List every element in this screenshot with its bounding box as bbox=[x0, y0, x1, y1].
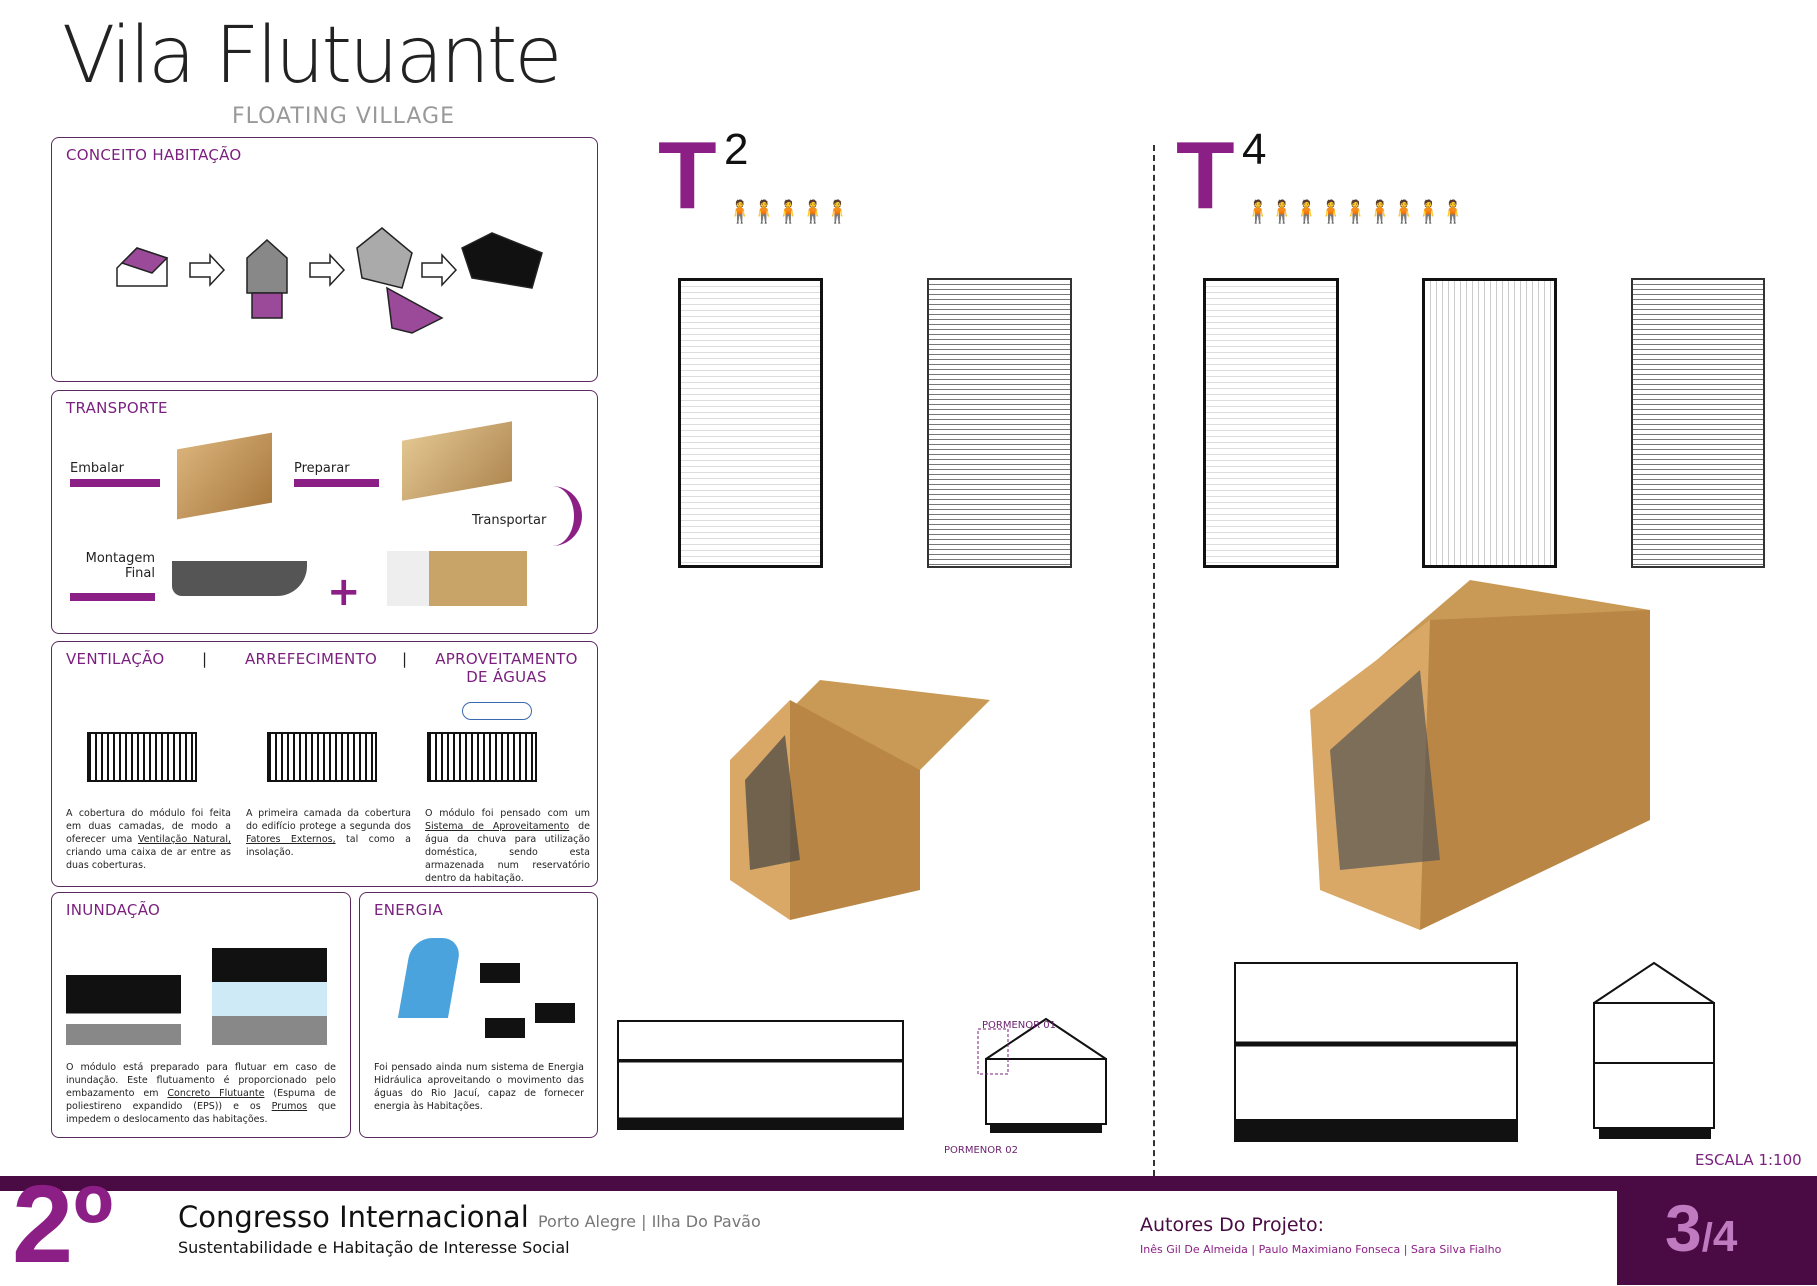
authors-list: Inês Gil De Almeida | Paulo Maximiano Fo… bbox=[1140, 1243, 1502, 1256]
t4-longitudinal-section bbox=[1234, 962, 1518, 1142]
step-transportar: Transportar bbox=[472, 513, 547, 528]
concept-diagram bbox=[116, 227, 543, 334]
step-montagem: Montagem Final bbox=[85, 551, 155, 581]
t2-longitudinal-section bbox=[617, 1020, 904, 1130]
page-number: 3/4 bbox=[1665, 1191, 1738, 1265]
battery-image bbox=[480, 963, 520, 983]
water-wheel-image bbox=[397, 938, 463, 1018]
cloud-icon bbox=[462, 702, 532, 720]
type-letter: T bbox=[1176, 122, 1235, 229]
type-number: 4 bbox=[1242, 125, 1267, 174]
title-ventilacao: VENTILAÇÃO bbox=[66, 650, 165, 668]
ventilacao-text: A cobertura do módulo foi feita em duas … bbox=[66, 808, 232, 871]
panel-title: INUNDAÇÃO bbox=[66, 901, 161, 919]
pormenor-02-label: PORMENOR 02 bbox=[944, 1145, 1018, 1156]
inundacao-text: O módulo está preparado para flutuar em … bbox=[66, 1062, 336, 1125]
type-t4: T 4 bbox=[1176, 128, 1286, 228]
panel-inundacao: INUNDAÇÃO O módulo está preparado para f… bbox=[51, 892, 351, 1138]
footer-band bbox=[0, 1176, 1817, 1191]
panel-transporte: TRANSPORTE Embalar Preparar Transportar … bbox=[51, 390, 598, 634]
battery-image bbox=[535, 1003, 575, 1023]
truck-image bbox=[387, 551, 527, 606]
congress-title: Congresso Internacional Porto Alegre | I… bbox=[178, 1200, 761, 1234]
title-arrefecimento: ARREFECIMENTO bbox=[245, 650, 378, 668]
step-preparar: Preparar bbox=[294, 461, 350, 476]
type-t2: T 2 bbox=[658, 128, 768, 228]
panel-title: TRANSPORTE bbox=[66, 399, 168, 417]
divider bbox=[1153, 145, 1155, 1176]
plus-icon: + bbox=[327, 569, 361, 615]
panel-title: ENERGIA bbox=[374, 901, 444, 919]
type-letter: T bbox=[658, 122, 717, 229]
people-icons: 🧍🧍🧍🧍🧍 bbox=[726, 200, 851, 225]
scale-label: ESCALA 1:100 bbox=[1695, 1151, 1802, 1169]
type-number: 2 bbox=[724, 125, 749, 174]
aguas-text: O módulo foi pensado com um Sistema de A… bbox=[425, 808, 590, 884]
energia-text: Foi pensado ainda num sistema de Energia… bbox=[374, 1062, 584, 1112]
footer-page-box bbox=[1617, 1176, 1817, 1285]
barge-image bbox=[172, 561, 307, 596]
panel-clima: VENTILAÇÃO | ARREFECIMENTO | APROVEITAME… bbox=[51, 641, 598, 887]
pormenor-01-label: PORMENOR 01 bbox=[982, 1020, 1056, 1031]
separator: | bbox=[402, 650, 408, 668]
package-image bbox=[402, 421, 512, 501]
t4-ground-plan bbox=[1203, 278, 1339, 568]
arrow-right-icon bbox=[70, 479, 160, 487]
t2-cross-section bbox=[977, 1017, 1107, 1133]
panel-title: CONCEITO HABITAÇÃO bbox=[66, 146, 242, 164]
arrow-right-icon bbox=[294, 479, 379, 487]
t4-upper-plan bbox=[1422, 278, 1557, 568]
t2-render bbox=[730, 680, 990, 920]
page-title: Vila Flutuante bbox=[62, 11, 562, 101]
page-subtitle: FLOATING VILLAGE bbox=[232, 104, 455, 129]
congress-location: Porto Alegre | Ilha Do Pavão bbox=[537, 1212, 761, 1231]
flood-diagram-dry bbox=[66, 975, 181, 1045]
arrefecimento-text: A primeira camada da cobertura do edifíc… bbox=[246, 808, 411, 858]
house-section-image bbox=[427, 732, 537, 782]
flood-diagram-wet bbox=[212, 948, 327, 1045]
panel-energia: ENERGIA Foi pensado ainda num sistema de… bbox=[359, 892, 598, 1138]
people-icons: 🧍🧍🧍🧍🧍🧍🧍🧍🧍 bbox=[1244, 200, 1467, 225]
title-aguas: APROVEITAMENTO DE ÁGUAS bbox=[435, 650, 578, 686]
t4-roof-plan bbox=[1631, 278, 1765, 568]
congress-theme: Sustentabilidade e Habitação de Interess… bbox=[178, 1238, 570, 1257]
step-embalar: Embalar bbox=[70, 461, 125, 476]
authors-title: Autores Do Projeto: bbox=[1140, 1214, 1325, 1236]
battery-image bbox=[485, 1018, 525, 1038]
panel-conceito: CONCEITO HABITAÇÃO bbox=[51, 137, 598, 382]
house-section-image bbox=[87, 732, 197, 782]
separator: | bbox=[202, 650, 208, 668]
house-section-image bbox=[267, 732, 377, 782]
package-image bbox=[177, 432, 272, 520]
arrow-left-icon bbox=[70, 593, 155, 601]
t2-floor-plan bbox=[678, 278, 823, 568]
t4-render bbox=[1310, 580, 1650, 930]
curved-arrow-icon bbox=[552, 486, 582, 546]
edition-number: 2º bbox=[12, 1163, 114, 1286]
t4-cross-section bbox=[1593, 961, 1715, 1139]
t2-roof-plan bbox=[927, 278, 1072, 568]
